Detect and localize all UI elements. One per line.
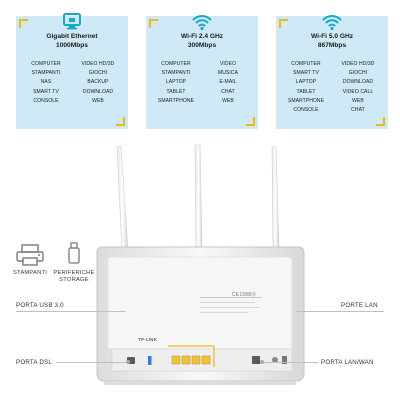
list-item: SMART TV	[293, 70, 319, 77]
corner-accent	[246, 117, 255, 126]
corner-accent	[116, 117, 125, 126]
antenna-center	[194, 144, 203, 251]
corner-accent	[376, 117, 385, 126]
list-item: NAS	[40, 79, 52, 86]
lanwan-port-label: PORTA LAN/WAN	[321, 359, 374, 366]
panel-wifi-24ghz: Wi-Fi 2.4 GHz 300Mbps COMPUTER STAMPANTI…	[146, 15, 258, 129]
device-list: COMPUTER SMART TV LAPTOP TABLET SMARTPHO…	[282, 60, 330, 115]
wifi-icon	[322, 15, 342, 31]
list-item: CHAT	[221, 88, 235, 95]
antenna-left	[116, 145, 129, 252]
lanwan-callout-line	[262, 362, 318, 363]
device-list: COMPUTER STAMPANTI NAS SMART TV CONSOLE	[22, 60, 70, 106]
list-item: CHAT	[351, 107, 365, 114]
dsl-callout-dot	[126, 360, 130, 364]
list-item: TABLET	[166, 88, 186, 95]
list-item: DOWNLOAD	[82, 88, 114, 95]
list-item: DOWNLOAD	[342, 79, 374, 86]
list-item: CONSOLE	[293, 107, 319, 114]
usb-port-label: PORTA USB 3.0	[16, 302, 64, 309]
list-item: STAMPANTI	[31, 70, 61, 77]
list-item: MUSICA	[217, 70, 239, 77]
wifi-icon	[192, 15, 212, 31]
router-illustration	[96, 144, 305, 385]
router-brand: TP-LINK	[138, 337, 158, 342]
list-item: VIDEO CALL	[342, 88, 374, 95]
list-item: TABLET	[296, 88, 316, 95]
list-item: COMPUTER	[31, 61, 61, 67]
corner-accent	[19, 19, 28, 28]
list-item: SMART TV	[33, 88, 59, 95]
dsl-port-label: PORTA DSL	[16, 359, 52, 366]
dsl-callout-line	[56, 362, 128, 363]
panel-gigabit-ethernet: Gigabit Ethernet 1000Mbps COMPUTER STAMP…	[16, 13, 128, 129]
list-item: WEB	[352, 97, 364, 104]
list-item: BACKUP	[87, 79, 109, 86]
list-item: CONSOLE	[33, 97, 59, 104]
panel-title: Wi-Fi 2.4 GHz 300Mbps	[180, 33, 224, 49]
panel-title: Wi-Fi 5.0 GHz 867Mbps	[310, 33, 354, 49]
list-item: GIOCHI	[348, 70, 368, 77]
list-item: VIDEO HD/3D	[81, 61, 115, 67]
usage-list: VIDEO MUSICA E-MAIL CHAT WEB	[204, 60, 252, 106]
corner-accent	[279, 19, 288, 28]
list-item: LAPTOP	[165, 79, 187, 86]
storage-label: PERIFERICHE STORAGE	[53, 270, 95, 283]
list-item: GIOCHI	[88, 70, 108, 77]
printer-label: STAMPANTI	[12, 270, 48, 276]
list-item: VIDEO	[219, 61, 237, 67]
printer-icon	[16, 244, 44, 266]
monitor-icon	[63, 13, 81, 30]
usage-list: VIDEO HD/3D GIOCHI BACKUP DOWNLOAD WEB	[74, 60, 122, 106]
usage-list: VIDEO HD/3D GIOCHI DOWNLOAD VIDEO CALL W…	[334, 60, 382, 115]
device-list: COMPUTER STAMPANTI LAPTOP TABLET SMARTPH…	[152, 60, 200, 106]
usb-callout-line	[16, 311, 126, 312]
list-item: LAPTOP	[295, 79, 317, 86]
antenna-right	[271, 146, 280, 251]
corner-accent	[149, 19, 158, 28]
certification-marks: CE1588⓪	[232, 292, 257, 298]
lanwan-callout-dot	[260, 360, 264, 364]
list-item: COMPUTER	[291, 61, 321, 67]
list-item: WEB	[92, 97, 104, 104]
list-item: E-MAIL	[219, 79, 237, 86]
list-item: SMARTPHONE	[157, 97, 195, 104]
list-item: SMARTPHONE	[287, 97, 325, 104]
panel-wifi-5ghz: Wi-Fi 5.0 GHz 867Mbps COMPUTER SMART TV …	[276, 15, 388, 129]
list-item: STAMPANTI	[161, 70, 191, 77]
lan-ports-label: PORTE LAN	[341, 302, 378, 309]
lan-callout-line	[296, 311, 384, 312]
list-item: VIDEO HD/3D	[341, 61, 375, 67]
list-item: COMPUTER	[161, 61, 191, 67]
list-item: WEB	[222, 97, 234, 104]
usb-storage-icon	[68, 242, 80, 264]
panel-title: Gigabit Ethernet 1000Mbps	[46, 33, 98, 49]
